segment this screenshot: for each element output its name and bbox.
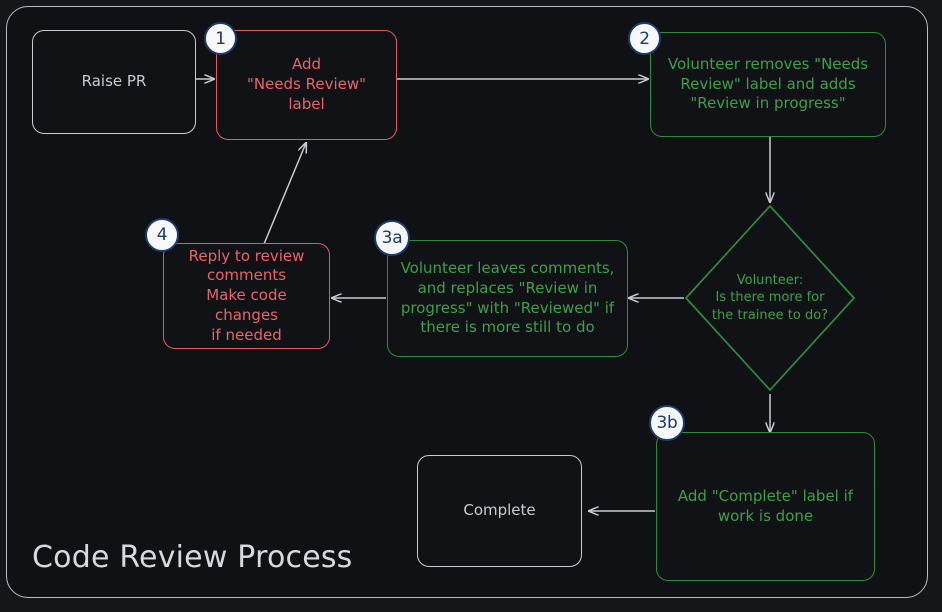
node-decision-more-work[interactable]: Volunteer: Is there more for the trainee… (682, 202, 858, 394)
node-add-complete-label[interactable]: Add "Complete" label if work is done (656, 432, 875, 581)
diamond-shape (685, 205, 855, 391)
node-add-needs-review-label[interactable]: Add "Needs Review" label (216, 30, 397, 140)
node-raise-pr[interactable]: Raise PR (32, 30, 196, 134)
step-badge-1[interactable]: 1 (204, 22, 237, 55)
step-badge-4[interactable]: 4 (145, 218, 179, 252)
step-badge-3b[interactable]: 3b (649, 405, 685, 441)
decision-label: Volunteer: Is there more for the trainee… (711, 272, 829, 323)
node-reply-to-review-comments[interactable]: Reply to review comments Make code chang… (163, 243, 330, 349)
step-badge-3a[interactable]: 3a (374, 220, 410, 256)
node-volunteer-leaves-comments[interactable]: Volunteer leaves comments, and replaces … (387, 240, 628, 357)
step-badge-2[interactable]: 2 (628, 22, 661, 55)
diagram-title: Code Review Process (32, 540, 353, 575)
node-complete[interactable]: Complete (417, 455, 582, 567)
node-volunteer-removes-label[interactable]: Volunteer removes "Needs Review" label a… (650, 32, 886, 137)
